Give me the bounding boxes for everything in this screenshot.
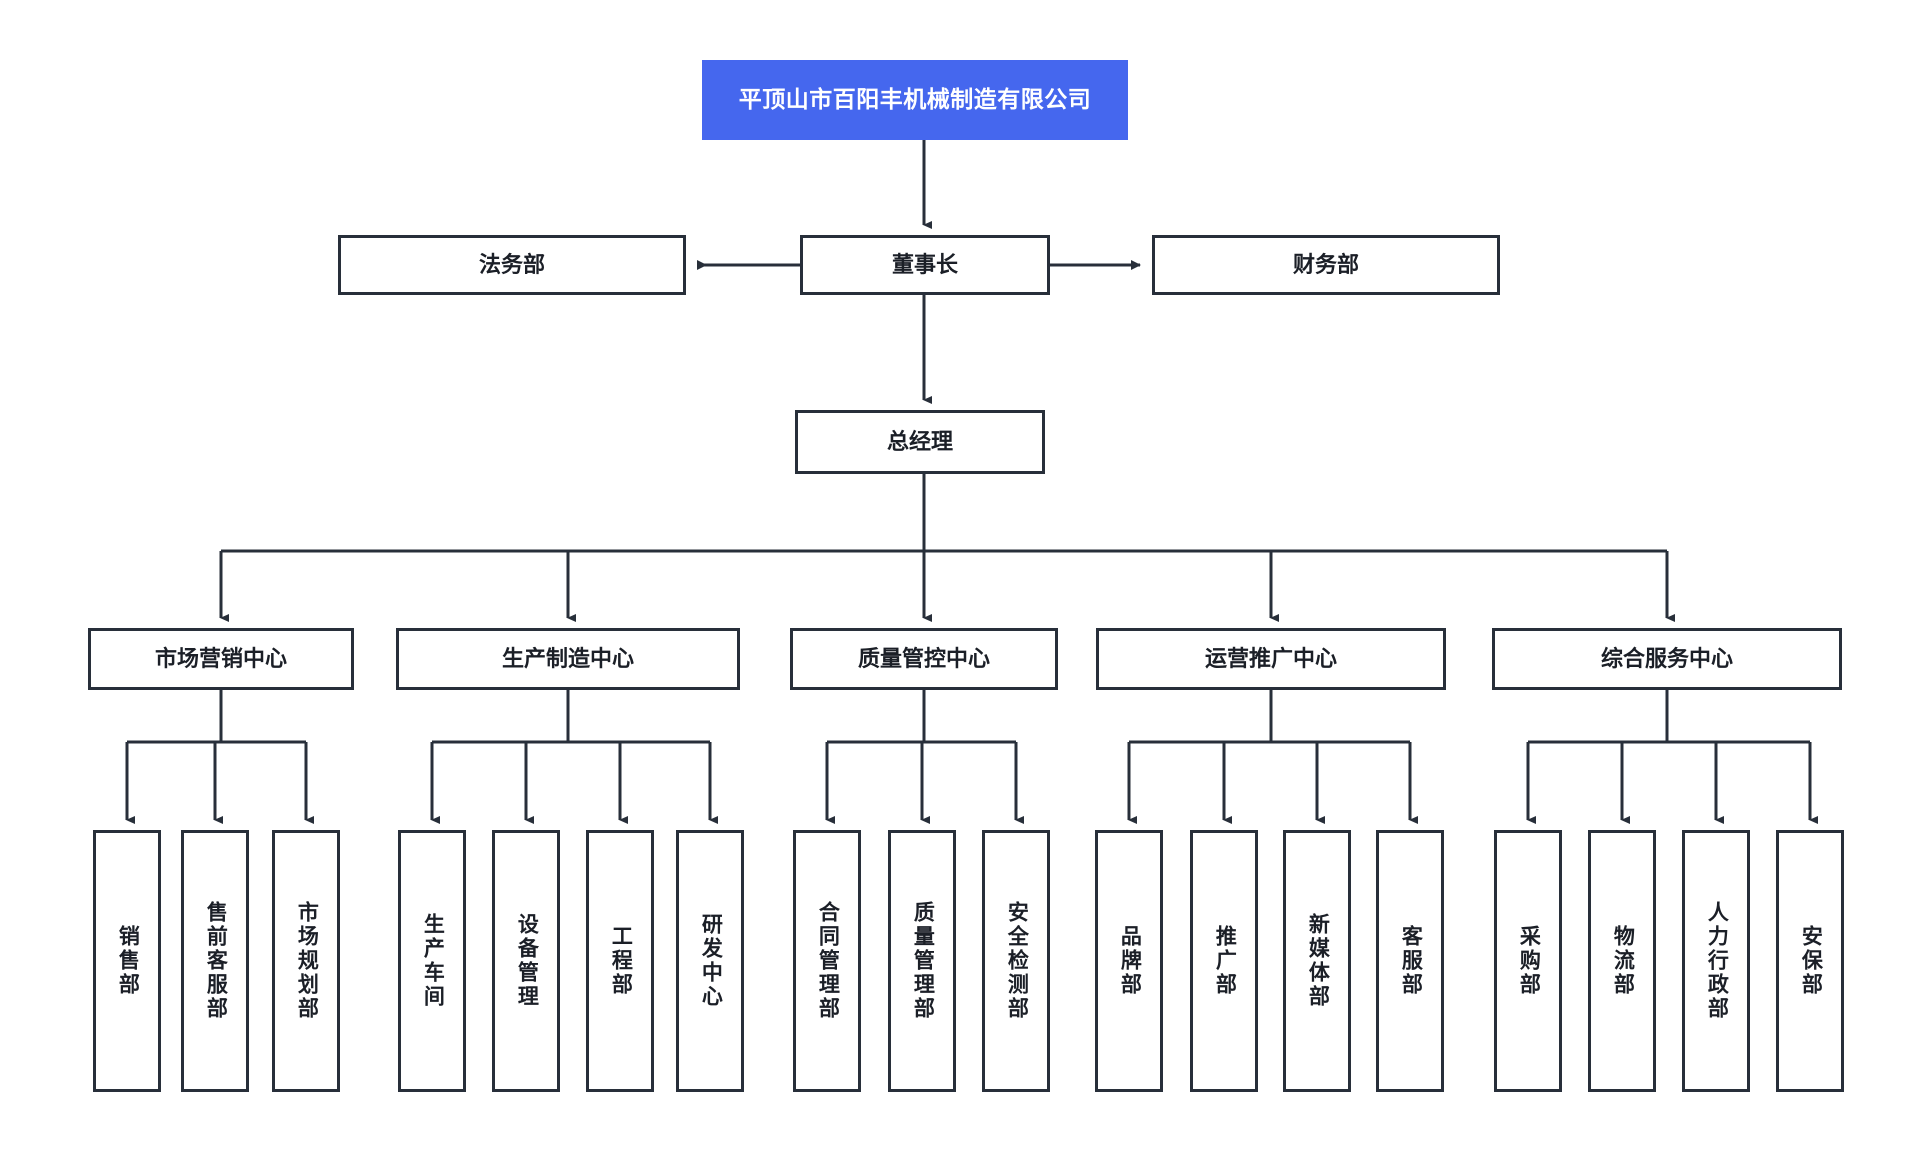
node-label: 生产车间 <box>421 913 445 1009</box>
node-center[interactable]: 生产制造中心 <box>396 628 740 690</box>
node-chairman[interactable]: 董事长 <box>800 235 1050 295</box>
node-label: 法务部 <box>478 252 545 278</box>
node-label: 安保部 <box>1799 925 1823 997</box>
node-center[interactable]: 质量管控中心 <box>790 628 1058 690</box>
node-department[interactable]: 人力行政部 <box>1682 830 1750 1092</box>
node-department[interactable]: 市场规划部 <box>272 830 340 1092</box>
node-department[interactable]: 研发中心 <box>676 830 744 1092</box>
node-department[interactable]: 设备管理 <box>492 830 560 1092</box>
node-label: 运营推广中心 <box>1204 646 1337 672</box>
node-label: 推广部 <box>1213 925 1237 997</box>
node-department[interactable]: 安保部 <box>1776 830 1844 1092</box>
node-department[interactable]: 售前客服部 <box>181 830 249 1092</box>
node-label: 总经理 <box>886 429 953 455</box>
node-general-manager[interactable]: 总经理 <box>795 410 1045 474</box>
node-label: 工程部 <box>609 925 633 997</box>
node-label: 综合服务中心 <box>1600 646 1733 672</box>
node-label: 合同管理部 <box>816 901 840 1021</box>
node-legal-department[interactable]: 法务部 <box>338 235 686 295</box>
node-label: 市场规划部 <box>295 901 319 1021</box>
node-label: 人力行政部 <box>1705 901 1729 1021</box>
node-department[interactable]: 推广部 <box>1190 830 1258 1092</box>
node-label: 售前客服部 <box>204 901 228 1021</box>
node-label: 研发中心 <box>699 913 723 1009</box>
node-label: 客服部 <box>1399 925 1423 997</box>
node-department[interactable]: 合同管理部 <box>793 830 861 1092</box>
node-center[interactable]: 综合服务中心 <box>1492 628 1842 690</box>
node-center[interactable]: 运营推广中心 <box>1096 628 1446 690</box>
node-label: 品牌部 <box>1118 925 1142 997</box>
company-name-label: 平顶山市百阳丰机械制造有限公司 <box>738 86 1092 113</box>
node-department[interactable]: 新媒体部 <box>1283 830 1351 1092</box>
node-label: 新媒体部 <box>1306 913 1330 1009</box>
node-label: 设备管理 <box>515 913 539 1009</box>
node-department[interactable]: 质量管理部 <box>888 830 956 1092</box>
node-department[interactable]: 安全检测部 <box>982 830 1050 1092</box>
node-label: 财务部 <box>1292 252 1359 278</box>
node-label: 采购部 <box>1517 925 1541 997</box>
node-department[interactable]: 品牌部 <box>1095 830 1163 1092</box>
node-label: 生产制造中心 <box>501 646 634 672</box>
node-finance-department[interactable]: 财务部 <box>1152 235 1500 295</box>
node-label: 安全检测部 <box>1005 901 1029 1021</box>
node-department[interactable]: 工程部 <box>586 830 654 1092</box>
node-department[interactable]: 采购部 <box>1494 830 1562 1092</box>
node-label: 质量管理部 <box>911 901 935 1021</box>
node-department[interactable]: 物流部 <box>1588 830 1656 1092</box>
node-department[interactable]: 客服部 <box>1376 830 1444 1092</box>
node-department[interactable]: 销售部 <box>93 830 161 1092</box>
node-label: 物流部 <box>1611 925 1635 997</box>
node-department[interactable]: 生产车间 <box>398 830 466 1092</box>
company-root-node[interactable]: 平顶山市百阳丰机械制造有限公司 <box>702 60 1128 140</box>
node-center[interactable]: 市场营销中心 <box>88 628 354 690</box>
node-label: 销售部 <box>116 925 140 997</box>
node-label: 市场营销中心 <box>154 646 287 672</box>
node-label: 质量管控中心 <box>857 646 990 672</box>
node-label: 董事长 <box>891 252 958 278</box>
